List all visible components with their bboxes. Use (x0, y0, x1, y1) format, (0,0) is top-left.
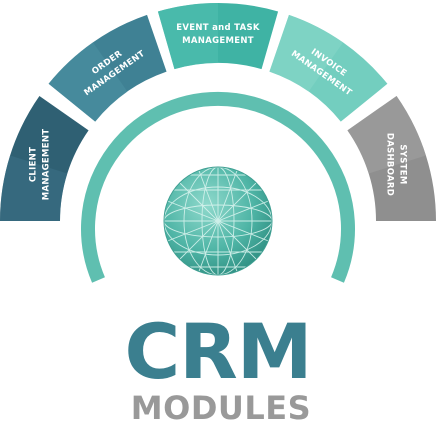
globe-icon (163, 166, 273, 276)
segment-facet (0, 155, 68, 221)
system-dashboard-segment: SYSTEMDASHBOARD (347, 95, 436, 221)
segment-label-line2: MANAGEMENT (42, 129, 52, 201)
modules-subtitle: MODULES (131, 389, 311, 425)
segment-label-line1: CLIENT (29, 147, 39, 182)
segment-label: EVENT and TASK MANAGEMENT (176, 23, 260, 46)
segment-label-line2: MANAGEMENT (182, 36, 254, 46)
segment-facet (347, 95, 426, 174)
segment-facet (269, 14, 344, 92)
event-task-management-segment: EVENT and TASK MANAGEMENT (157, 3, 279, 70)
segment-label: SYSTEMDASHBOARD (384, 133, 407, 196)
crm-title: CRM (125, 307, 312, 396)
segment-label-line1: EVENT and TASK (176, 23, 260, 33)
segment-facet (157, 3, 218, 70)
order-management-segment: ORDERMANAGEMENT (48, 14, 167, 122)
segment-facet (48, 42, 128, 122)
segment-label-line2: DASHBOARD (384, 133, 394, 196)
invoice-management-segment: INVOICEMANAGEMENT (269, 14, 388, 122)
segment-label-line1: SYSTEM (397, 144, 407, 184)
inner-ring-arc (81, 91, 355, 283)
